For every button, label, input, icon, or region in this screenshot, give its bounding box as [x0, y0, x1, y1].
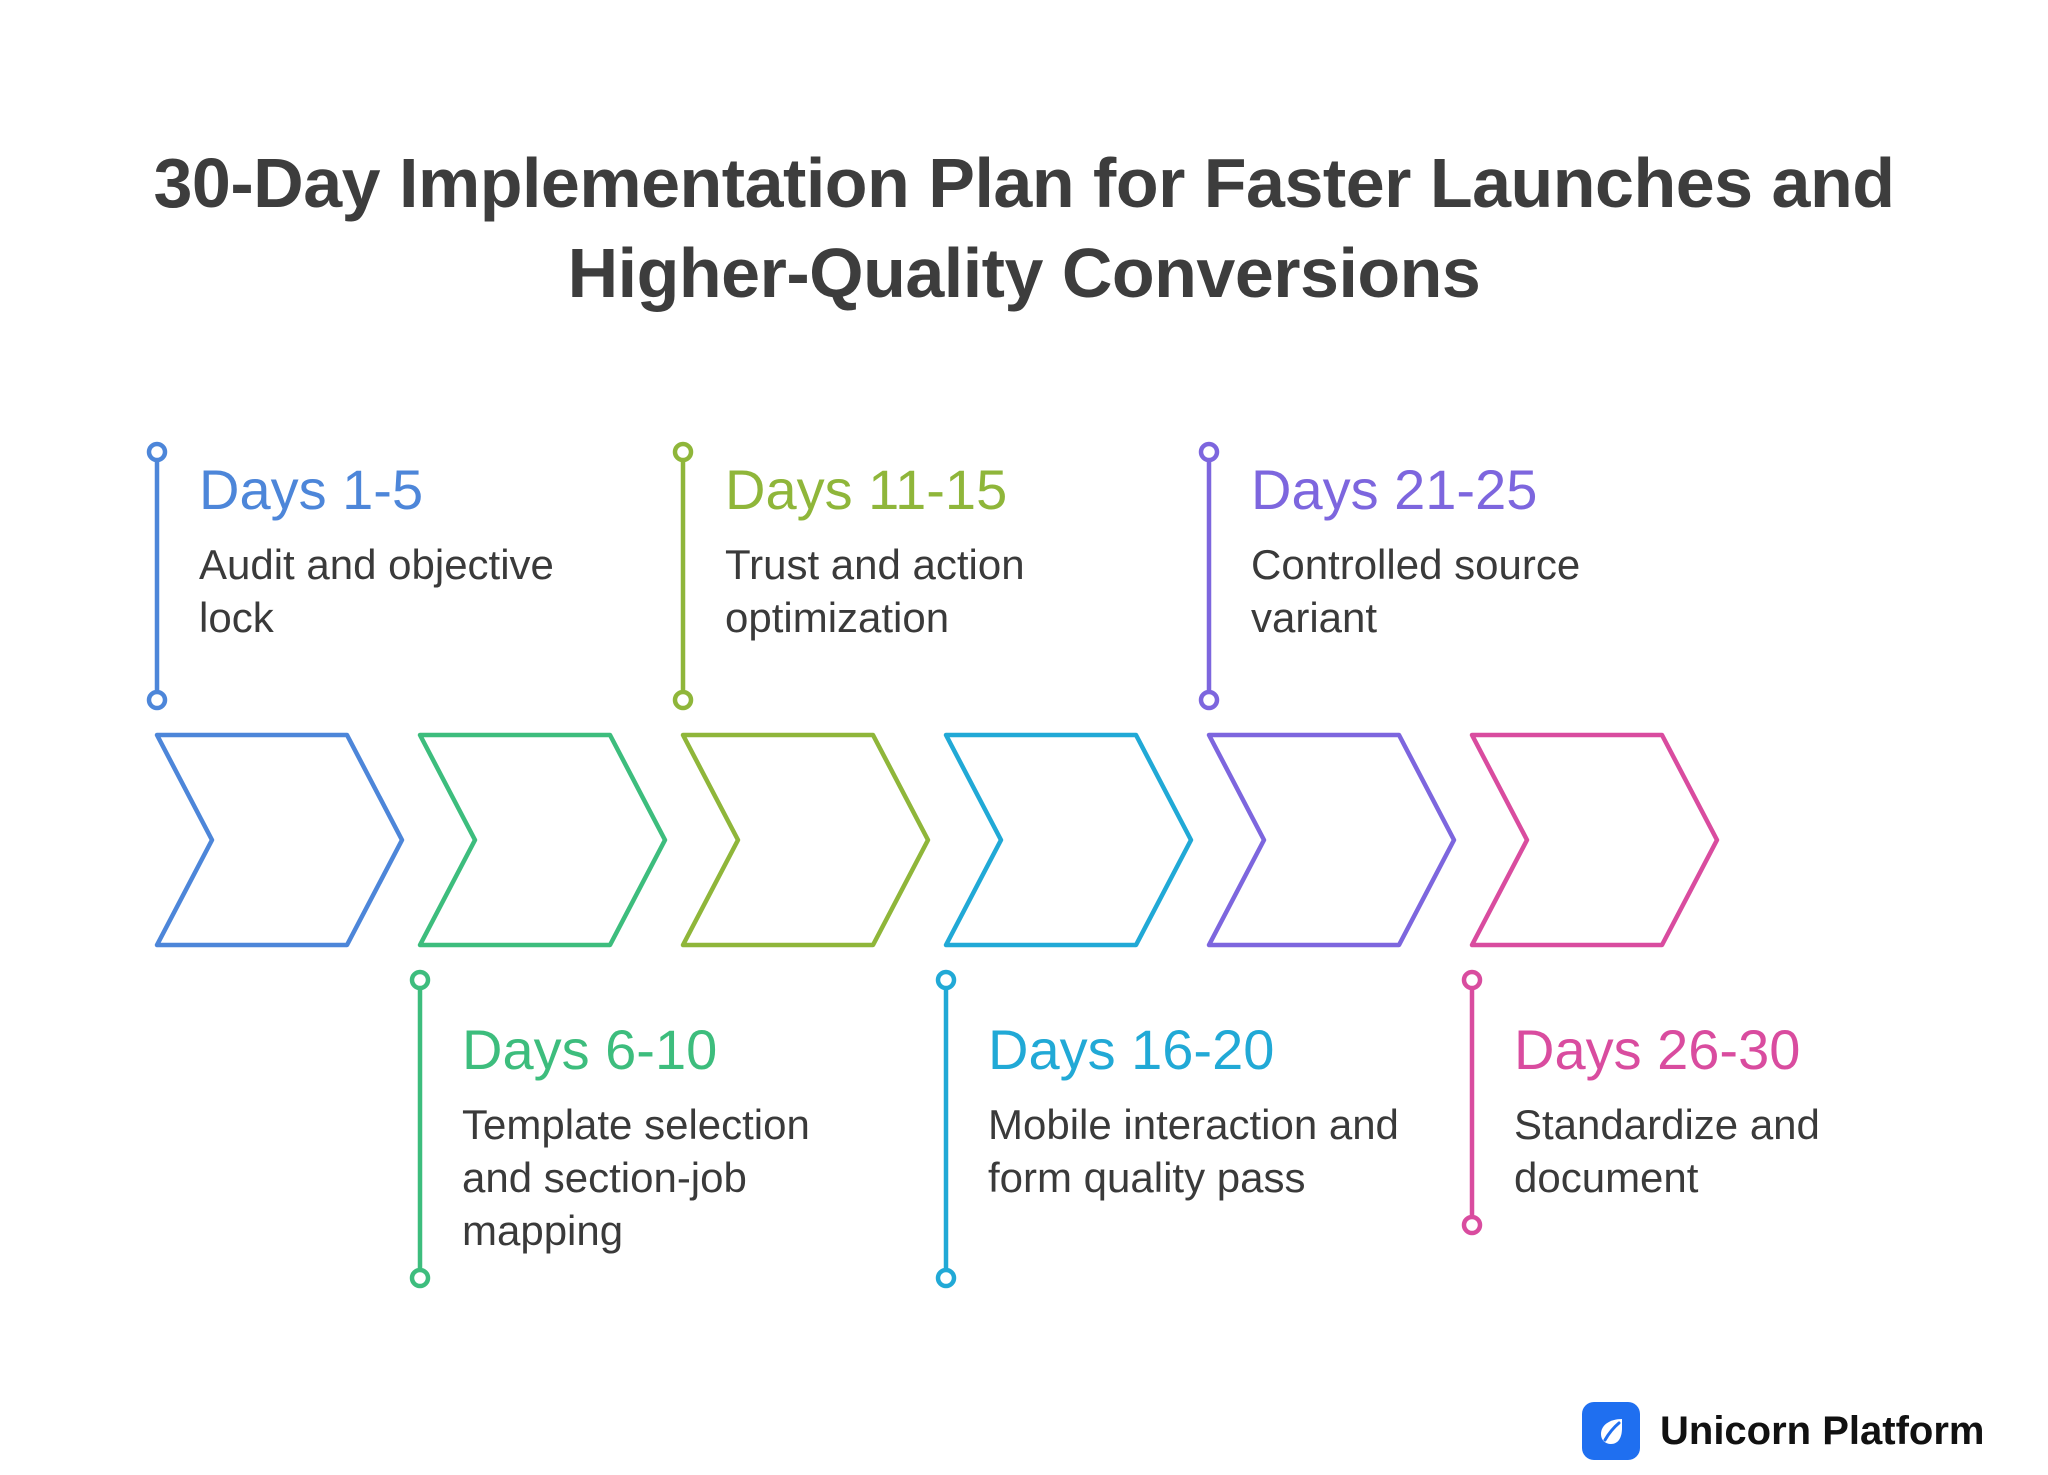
leaf-drop-icon	[1601, 1419, 1622, 1444]
step-2-connector-start-dot	[409, 969, 431, 991]
step-1-chevron	[154, 732, 405, 948]
step-5-chevron	[1206, 732, 1457, 948]
step-6-graphic	[1461, 732, 1720, 1236]
step-6-connector-end-dot	[1461, 1214, 1483, 1236]
brand-badge: Unicorn Platform	[1582, 1402, 1984, 1460]
step-5-days-label: Days 21-25	[1251, 458, 1538, 521]
title-line-1: 30-Day Implementation Plan for Faster La…	[153, 144, 1896, 222]
step-4-connector-end-dot	[935, 1267, 957, 1289]
step-2-days-label: Days 6-10	[462, 1018, 718, 1081]
step-5-description: Controlled source variant	[1251, 541, 1581, 641]
title-line-2: Higher-Quality Conversions	[567, 234, 1481, 312]
step-1-description: Audit and objective lock	[199, 541, 554, 641]
step-1-days-label: Days 1-5	[199, 458, 424, 521]
step-5-connector-end-dot	[1198, 689, 1220, 711]
step-1-connector-start-dot	[146, 441, 168, 463]
brand-name: Unicorn Platform	[1660, 1408, 1985, 1453]
step-6-chevron	[1469, 732, 1720, 948]
step-2-chevron	[417, 732, 668, 948]
step-3-connector-start-dot	[672, 441, 694, 463]
step-4-chevron	[943, 732, 1194, 948]
step-4-connector-start-dot	[935, 969, 957, 991]
step-2-connector-end-dot	[409, 1267, 431, 1289]
step-3-graphic	[672, 441, 931, 948]
step-3-connector-end-dot	[672, 689, 694, 711]
step-4-days-label: Days 16-20	[988, 1018, 1275, 1081]
step-3-description: Trust and action optimization	[725, 541, 1025, 641]
step-2-graphic	[409, 732, 668, 1289]
brand-logo	[1582, 1402, 1640, 1460]
step-5-graphic	[1198, 441, 1457, 948]
step-4-description: Mobile interaction and form quality pass	[988, 1101, 1399, 1201]
step-1-connector-end-dot	[146, 689, 168, 711]
step-6-connector-start-dot	[1461, 969, 1483, 991]
step-6-days-label: Days 26-30	[1514, 1018, 1801, 1081]
step-2-description: Template selection and section-job mappi…	[462, 1101, 810, 1254]
step-5-connector-start-dot	[1198, 441, 1220, 463]
page-title: 30-Day Implementation Plan for Faster La…	[0, 138, 2048, 318]
step-4-graphic	[935, 732, 1194, 1289]
step-3-chevron	[680, 732, 931, 948]
step-6-description: Standardize and document	[1514, 1101, 1820, 1201]
step-3-days-label: Days 11-15	[725, 458, 1008, 521]
step-1-graphic	[146, 441, 405, 948]
